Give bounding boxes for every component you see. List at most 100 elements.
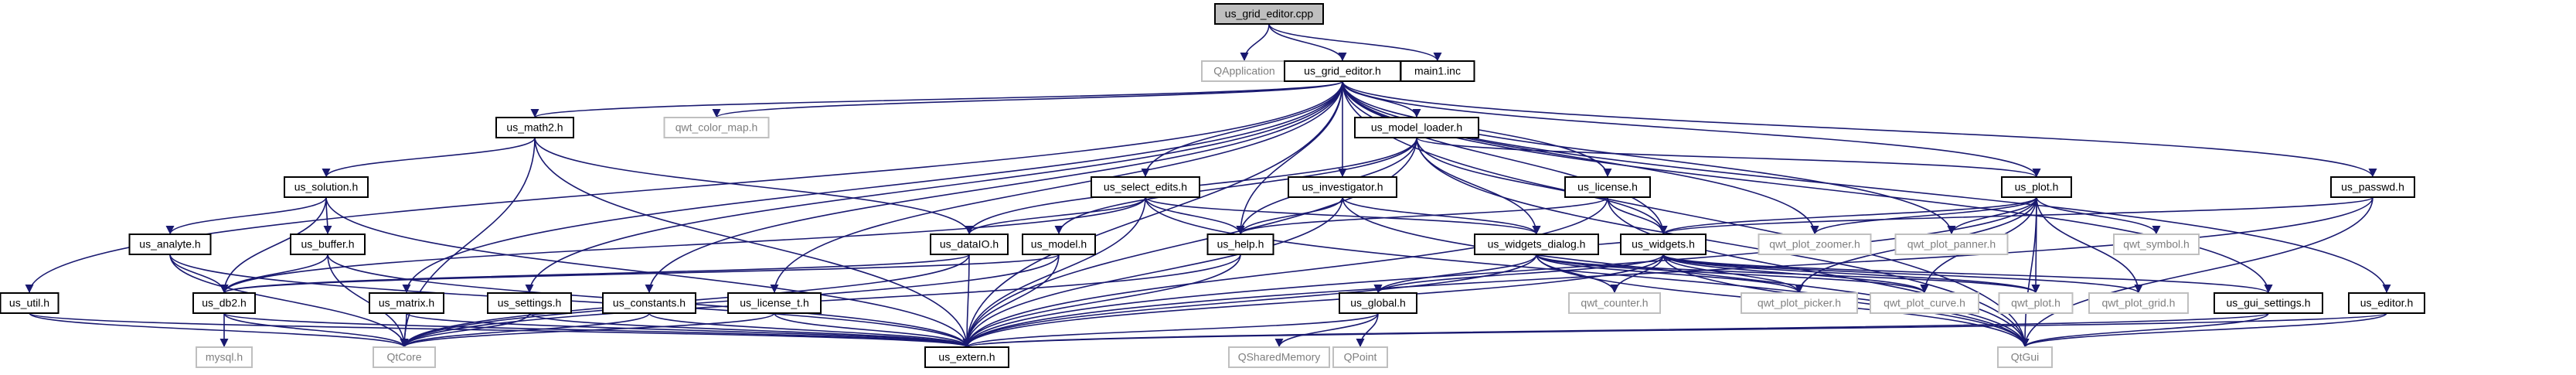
node-us_help_h[interactable]: us_help.h [1206,234,1274,255]
node-box-us_solution_h [284,176,369,198]
node-label-us_model_loader_h: us_model_loader.h [1371,121,1462,134]
node-label-us_passwd_h: us_passwd.h [2341,181,2404,193]
edge-us_global_h-to-QSharedMemory [1274,312,1379,348]
edge-us_db2_h-to-QtCore [223,312,409,348]
node-us_matrix_h[interactable]: us_matrix.h [369,292,444,314]
node-box-us_help_h [1206,234,1274,255]
node-label-us_widgets_dialog_h: us_widgets_dialog.h [1488,238,1586,251]
node-box-us_select_edits_h [1091,176,1200,198]
edge-us_license_h-to-us_help_h [1236,196,1608,235]
node-box-us_constants_h [602,292,696,314]
node-us_model_loader_h[interactable]: us_model_loader.h [1354,117,1479,138]
node-us_global_h[interactable]: us_global.h [1339,292,1417,314]
node-us_widgets_h[interactable]: us_widgets.h [1620,234,1707,255]
node-label-qwt_counter_h: qwt_counter.h [1581,297,1648,309]
edge-us_settings_h-to-QtCore [400,312,530,348]
edge-us_grid_editor_cpp-to-main1_inc [1268,23,1442,62]
node-box-us_global_h [1339,292,1417,314]
node-qwt_plot_panner_h: qwt_plot_panner.h [1894,234,2009,255]
edge-us_model_h-to-us_db2_h [219,254,1060,294]
node-label-us_grid_editor_h: us_grid_editor.h [1304,65,1381,77]
node-label-us_select_edits_h: us_select_edits.h [1104,181,1187,193]
node-label-QPoint: QPoint [1344,351,1377,363]
node-us_grid_editor_h[interactable]: us_grid_editor.h [1284,60,1401,82]
node-label-us_help_h: us_help.h [1217,238,1264,251]
node-us_buffer_h[interactable]: us_buffer.h [290,234,366,255]
edge-us_widgets_h-to-qwt_plot_grid_h [1662,254,2143,294]
edge-us_widgets_h-to-us_gui_settings_h [1662,254,2273,294]
node-qwt_plot_curve_h: qwt_plot_curve.h [1870,292,1979,314]
node-label-us_constants_h: us_constants.h [613,297,686,309]
edge-us_help_h-to-QtCore [400,254,1241,348]
edge-us_solution_h-to-us_db2_h [219,196,327,294]
node-us_plot_h[interactable]: us_plot.h [2001,176,2072,198]
edge-us_global_h-to-QPoint [1356,312,1379,348]
node-us_passwd_h[interactable]: us_passwd.h [2330,176,2415,198]
node-us_editor_h[interactable]: us_editor.h [2348,292,2425,314]
node-box-us_editor_h [2348,292,2425,314]
node-box-qwt_color_map_h [663,117,770,138]
node-box-qwt_plot_zoomer_h [1758,234,1872,255]
edge-us_grid_editor_h-to-qwt_color_map_h [712,80,1343,118]
edge-us_select_edits_h-to-us_dataIO_h [965,196,1146,235]
node-us_extern_h[interactable]: us_extern.h [924,346,1009,368]
edges-layer [25,23,2391,348]
edge-us_editor_h-to-QtGui [2020,312,2387,348]
node-us_investigator_h[interactable]: us_investigator.h [1288,176,1397,198]
node-us_gui_settings_h[interactable]: us_gui_settings.h [2214,292,2323,314]
node-box-us_gui_settings_h [2214,292,2323,314]
node-us_model_h[interactable]: us_model.h [1022,234,1096,255]
node-mysql_h: mysql.h [196,346,253,368]
node-box-us_plot_h [2001,176,2072,198]
node-us_license_h[interactable]: us_license.h [1564,176,1651,198]
node-box-qwt_plot_h [1998,292,2074,314]
node-label-us_dataIO_h: us_dataIO.h [940,238,999,251]
edge-us_grid_editor_h-to-us_math2_h [530,80,1343,118]
edge-us_passwd_h-to-us_widgets_h [1659,196,2374,235]
edge-us_grid_editor_h-to-us_extern_h [962,80,1343,348]
node-us_db2_h[interactable]: us_db2.h [192,292,256,314]
edge-us_grid_editor_cpp-to-QApplication [1240,23,1270,62]
node-us_widgets_dialog_h[interactable]: us_widgets_dialog.h [1474,234,1599,255]
node-main1_inc[interactable]: main1.inc [1400,60,1475,82]
node-label-us_settings_h: us_settings.h [498,297,562,309]
edge-us_buffer_h-to-QtCore [327,254,409,348]
edge-us_widgets_dialog_h-to-qwt_plot_picker_h [1536,254,1804,294]
node-qwt_plot_h: qwt_plot.h [1998,292,2074,314]
node-label-main1_inc: main1.inc [1414,65,1461,77]
node-us_select_edits_h[interactable]: us_select_edits.h [1091,176,1200,198]
node-qwt_color_map_h: qwt_color_map.h [663,117,770,138]
node-us_math2_h[interactable]: us_math2.h [495,117,574,138]
node-qwt_plot_picker_h: qwt_plot_picker.h [1741,292,1858,314]
node-qwt_symbol_h: qwt_symbol.h [2113,234,2200,255]
node-box-mysql_h [196,346,253,368]
node-us_license_t_h[interactable]: us_license_t.h [727,292,822,314]
node-label-QtGui: QtGui [2011,351,2040,363]
node-us_settings_h[interactable]: us_settings.h [487,292,572,314]
node-label-us_global_h: us_global.h [1350,297,1406,309]
node-us_grid_editor_cpp[interactable]: us_grid_editor.cpp [1214,3,1324,25]
node-us_util_h[interactable]: us_util.h [0,292,60,314]
edge-us_util_h-to-QtCore [29,312,409,348]
node-label-us_util_h: us_util.h [9,297,49,309]
node-box-QPoint [1332,346,1388,368]
edge-us_math2_h-to-us_solution_h [322,137,536,178]
node-box-qwt_symbol_h [2113,234,2200,255]
edge-us_widgets_h-to-qwt_plot_curve_h [1662,254,1929,294]
edge-us_analyte_h-to-us_db2_h [169,254,229,294]
node-us_constants_h[interactable]: us_constants.h [602,292,696,314]
node-box-qwt_plot_picker_h [1741,292,1858,314]
node-box-us_buffer_h [290,234,366,255]
edge-us_help_h-to-us_extern_h [962,254,1241,348]
edge-us_passwd_h-to-us_extern_h [962,196,2374,348]
node-us_dataIO_h[interactable]: us_dataIO.h [930,234,1009,255]
node-us_solution_h[interactable]: us_solution.h [284,176,369,198]
edge-us_solution_h-to-us_analyte_h [165,196,327,235]
node-us_analyte_h[interactable]: us_analyte.h [128,234,212,255]
edge-us_gui_settings_h-to-QtGui [2020,312,2269,348]
edge-us_model_loader_h-to-us_plot_h [1416,137,2041,178]
edge-us_grid_editor_cpp-to-us_grid_editor_h [1268,23,1347,62]
node-label-us_gui_settings_h: us_gui_settings.h [2227,297,2311,309]
node-label-us_db2_h: us_db2.h [202,297,247,309]
edge-us_math2_h-to-us_dataIO_h [534,137,974,235]
